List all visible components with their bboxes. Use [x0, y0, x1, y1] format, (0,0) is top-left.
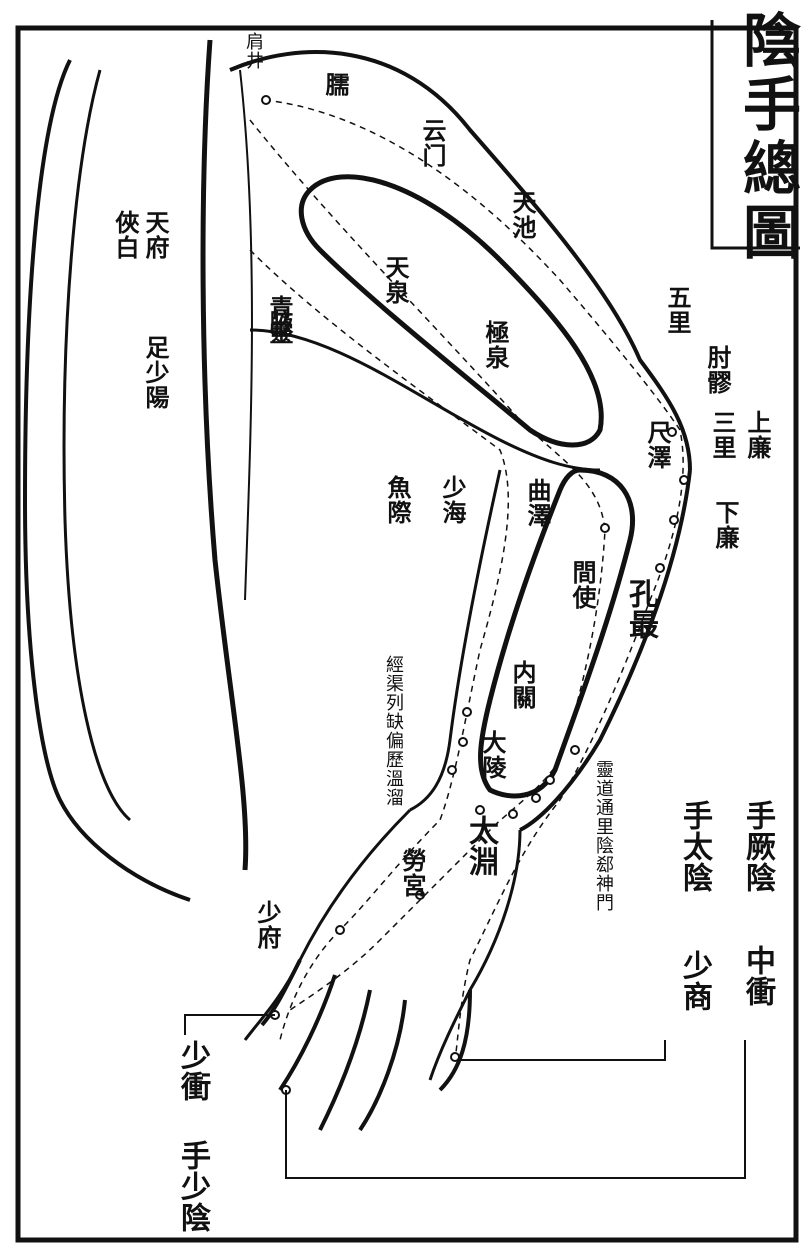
- label-yeye: 腋: [262, 310, 297, 335]
- label-shanglian: 上廉: [740, 410, 775, 460]
- label-neiguan: 内關: [505, 660, 540, 710]
- legend-shaoshang: 少商: [672, 950, 716, 1012]
- acupoint-dot: [601, 524, 609, 532]
- legend-jueyin: 手厥陰: [735, 800, 779, 893]
- leader-line-shaoshang: [460, 1040, 665, 1060]
- finger-4: [360, 1000, 405, 1130]
- acupoint-dot: [459, 738, 467, 746]
- acupoint-dot: [532, 794, 540, 802]
- acupoint-dot: [336, 926, 344, 934]
- acupoint-dot: [448, 766, 456, 774]
- label-jianjing: 肩井: [240, 32, 266, 70]
- label-shousanli: 三里: [705, 410, 740, 460]
- finger-2: [280, 975, 335, 1090]
- diagram-title: 陰手總圖: [725, 10, 809, 266]
- shoulder-outline: [230, 52, 690, 470]
- label-jianshi: 間使: [565, 560, 600, 610]
- meridian-line-3: [250, 250, 508, 1040]
- torso-outline: [25, 60, 190, 900]
- acupoint-dot: [262, 96, 270, 104]
- torso-inner: [64, 70, 130, 820]
- label-wrist-group: 靈道通里陰郄神門: [590, 760, 616, 912]
- label-nao: 臑: [318, 72, 353, 97]
- label-xialian: 下廉: [708, 500, 743, 550]
- acupoint-dot: [546, 776, 554, 784]
- label-zu-shaoyang: 足少陽: [138, 335, 173, 410]
- finger-3: [320, 990, 370, 1130]
- label-shaofu: 少府: [250, 900, 285, 950]
- label-shaohai: 少海: [435, 475, 470, 525]
- label-laogong: 勞宮: [395, 848, 430, 898]
- legend-shaoyin: 手少陰: [170, 1140, 214, 1233]
- acupoint-dot: [463, 708, 471, 716]
- label-quze: 曲澤: [520, 478, 555, 528]
- label-yunmen: 云门: [415, 118, 450, 168]
- acupoint-dot: [451, 1053, 459, 1061]
- label-yuji: 魚際: [380, 475, 415, 525]
- acupoint-dot: [509, 810, 517, 818]
- label-inner-group: 經渠列缺偏歷溫溜: [380, 655, 406, 807]
- acupoint-dot: [476, 806, 484, 814]
- label-jiquan: 極泉: [478, 320, 513, 370]
- acupoint-dot: [670, 516, 678, 524]
- chest-line: [240, 70, 252, 600]
- label-kongzui: 孔最: [618, 578, 662, 640]
- torso-side: [203, 40, 246, 870]
- label-xiabai: 俠白: [108, 210, 143, 260]
- label-wushi: 五里: [660, 285, 695, 335]
- acupoint-dot: [680, 476, 688, 484]
- label-tianfu: 天府: [138, 210, 173, 260]
- legend-taiyin: 手太陰: [672, 800, 716, 893]
- label-daling: 大陵: [475, 730, 510, 780]
- label-tianquan: 天泉: [378, 255, 413, 305]
- legend-shaochong: 少衝: [170, 1040, 214, 1102]
- label-taiyuan: 太淵: [458, 815, 502, 877]
- label-chize: 尺澤: [640, 420, 675, 470]
- legend-zhongchong: 中衝: [735, 945, 779, 1007]
- bicep-outline: [301, 177, 601, 445]
- acupoint-dot: [656, 564, 664, 572]
- label-zhouliao: 肘髎: [700, 345, 735, 395]
- upper-arm-lower: [250, 330, 600, 470]
- label-tianchi: 天池: [505, 190, 540, 240]
- acupoint-dot: [571, 746, 579, 754]
